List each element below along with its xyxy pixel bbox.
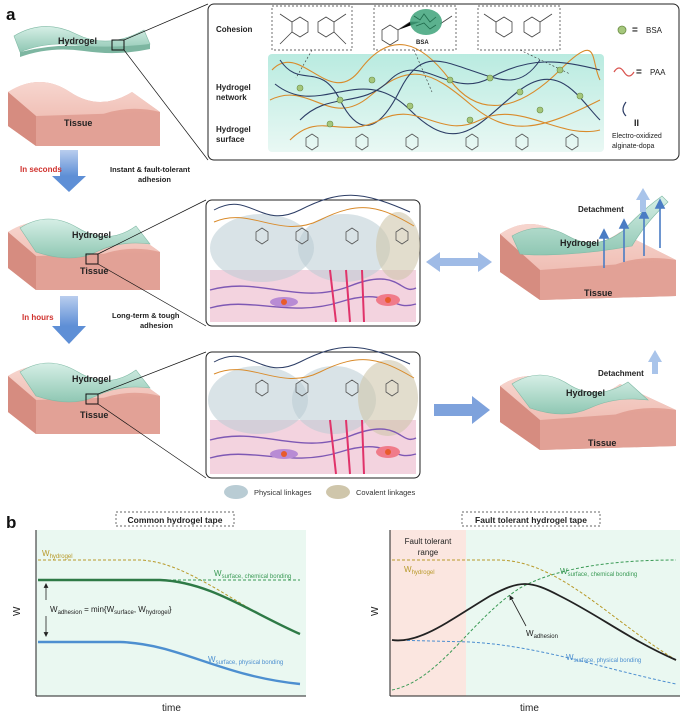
fault-range-label-line2: range [418, 548, 439, 557]
cohesion-inset-middle [373, 5, 457, 51]
legend-dopa-symbol: II [622, 101, 639, 128]
tissue-label-4: Tissue [80, 410, 108, 420]
panel-b-letter: b [6, 513, 16, 532]
zoom-line-3b [97, 403, 207, 479]
bsa-inset-label: BSA [416, 40, 429, 46]
left-label-hydrogel: Whydrogel [42, 549, 73, 560]
surface-label-line2: surface [216, 135, 245, 144]
right-label-adhesion: Wadhesion [526, 629, 558, 640]
hydrogel-sheet-2 [19, 218, 151, 259]
left-label-physical: Wsurface, physical bonding [208, 655, 283, 666]
right-plot-title: Fault tolerant hydrogel tape [475, 515, 587, 525]
tissue-label-2: Tissue [80, 266, 108, 276]
surface-label-line1: Hydrogel [216, 125, 251, 134]
detachment-label-2: Detachment [598, 369, 644, 378]
hydrogel-peeling [511, 195, 669, 256]
left-plot-area [35, 530, 306, 697]
network-label-line1: Hydrogel [216, 83, 251, 92]
in-seconds-label: In seconds [20, 165, 62, 174]
tissue-block-1 [8, 82, 160, 146]
network-label-line2: network [216, 93, 247, 102]
hydrogel-label-1: Hydrogel [58, 36, 97, 46]
legend-paa-symbol: = [613, 67, 642, 78]
right-label-physical: Wsurface, physical bonding [566, 653, 641, 664]
instant-label-line2: adhesion [138, 175, 171, 184]
zoom-box-1 [111, 39, 125, 51]
left-label-chemical: Wsurface, chemical bonding [214, 569, 291, 580]
inset-connector-1 [295, 49, 313, 79]
right-y-axis-label: W [370, 606, 381, 616]
tissue-label-3: Tissue [584, 288, 612, 298]
interface-detail-longterm [205, 346, 421, 479]
longterm-label-line1: Long-term & tough [112, 311, 180, 320]
hydrogel-label-5: Hydrogel [566, 388, 605, 398]
adhesion-formula: Wadhesion = min{Wsurface, Whydrogel} [50, 605, 172, 616]
cohesion-inset-right [477, 5, 561, 51]
cohesion-label: Cohesion [216, 25, 253, 34]
forward-arrow [434, 396, 490, 424]
reversible-arrow [426, 252, 492, 272]
zoom-line-2a [97, 199, 207, 255]
svg-text:II: II [634, 118, 639, 128]
down-arrow-hours [52, 296, 86, 344]
zoom-line-2b [97, 263, 207, 327]
left-curve-physical [38, 640, 301, 686]
in-hours-label: In hours [22, 313, 54, 322]
legend-bsa-label: BSA [646, 26, 663, 35]
legend-dopa-label-line2: alginate-dopa [612, 143, 655, 150]
right-curve-physical [391, 639, 677, 685]
zoom-line-1a [123, 3, 209, 41]
svg-text:=: = [632, 25, 638, 36]
left-plot-title: Common hydrogel tape [128, 515, 223, 525]
tissue-label-5: Tissue [588, 438, 616, 448]
zoom-line-3a [97, 351, 207, 395]
down-arrow-seconds [52, 150, 86, 192]
right-curve-chemical [391, 559, 677, 691]
left-title-box [115, 511, 235, 527]
surface-catechols [305, 133, 579, 151]
longterm-label-line2: adhesion [140, 321, 173, 330]
hydrogel-label-4: Hydrogel [72, 374, 111, 384]
covalent-linkages-label: Covalent linkages [356, 488, 415, 497]
left-curve-hydrogel [38, 559, 301, 635]
cohesion-inset-left [271, 5, 353, 51]
zoom-box-2 [85, 253, 99, 265]
detachment-arrows-1 [598, 188, 666, 268]
hydrogel-sheet-5 [511, 374, 649, 415]
left-curve-adhesion [38, 578, 301, 636]
fault-range-label-line1: Fault tolerant [405, 537, 452, 546]
panel-a-letter: a [6, 5, 16, 24]
legend-paa-label: PAA [650, 68, 666, 77]
svg-text:=: = [636, 67, 642, 78]
left-x-axis-label: time [162, 703, 181, 714]
hydrogel-label-3: Hydrogel [560, 238, 599, 248]
hydrogel-sheet-1 [13, 26, 151, 57]
interface-detail-instant [205, 194, 421, 327]
right-curve-adhesion [391, 583, 677, 661]
detachment-arrow-2 [648, 350, 662, 374]
inset-connector-3 [519, 49, 571, 75]
hydrogel-label-2: Hydrogel [72, 230, 111, 240]
legend-bsa-symbol: = [617, 25, 638, 36]
zoom-line-1b [123, 49, 209, 161]
physical-linkage-swatch [224, 485, 248, 499]
right-label-hydrogel: Whydrogel [404, 565, 435, 576]
legend-dopa-label-line1: Electro-oxidized [612, 133, 662, 140]
right-x-axis-label: time [520, 703, 539, 714]
left-y-axis-label: W [12, 606, 23, 616]
adhesion-pointer-arrow [509, 595, 527, 627]
right-title-box [461, 511, 601, 527]
covalent-linkage-swatch [326, 485, 350, 499]
tissue-label-1: Tissue [64, 118, 92, 128]
instant-label-line1: Instant & fault-tolerant [110, 165, 191, 174]
right-label-chemical: Wsurface, chemical bonding [560, 567, 637, 578]
physical-linkages-label: Physical linkages [254, 488, 312, 497]
detachment-label-1: Detachment [578, 205, 624, 214]
right-plot-area [389, 530, 680, 697]
right-curve-hydrogel [392, 559, 677, 661]
zoom-box-3 [85, 393, 99, 405]
bsa-nodes [296, 66, 584, 128]
hydrogel-sheet-4 [19, 362, 151, 403]
